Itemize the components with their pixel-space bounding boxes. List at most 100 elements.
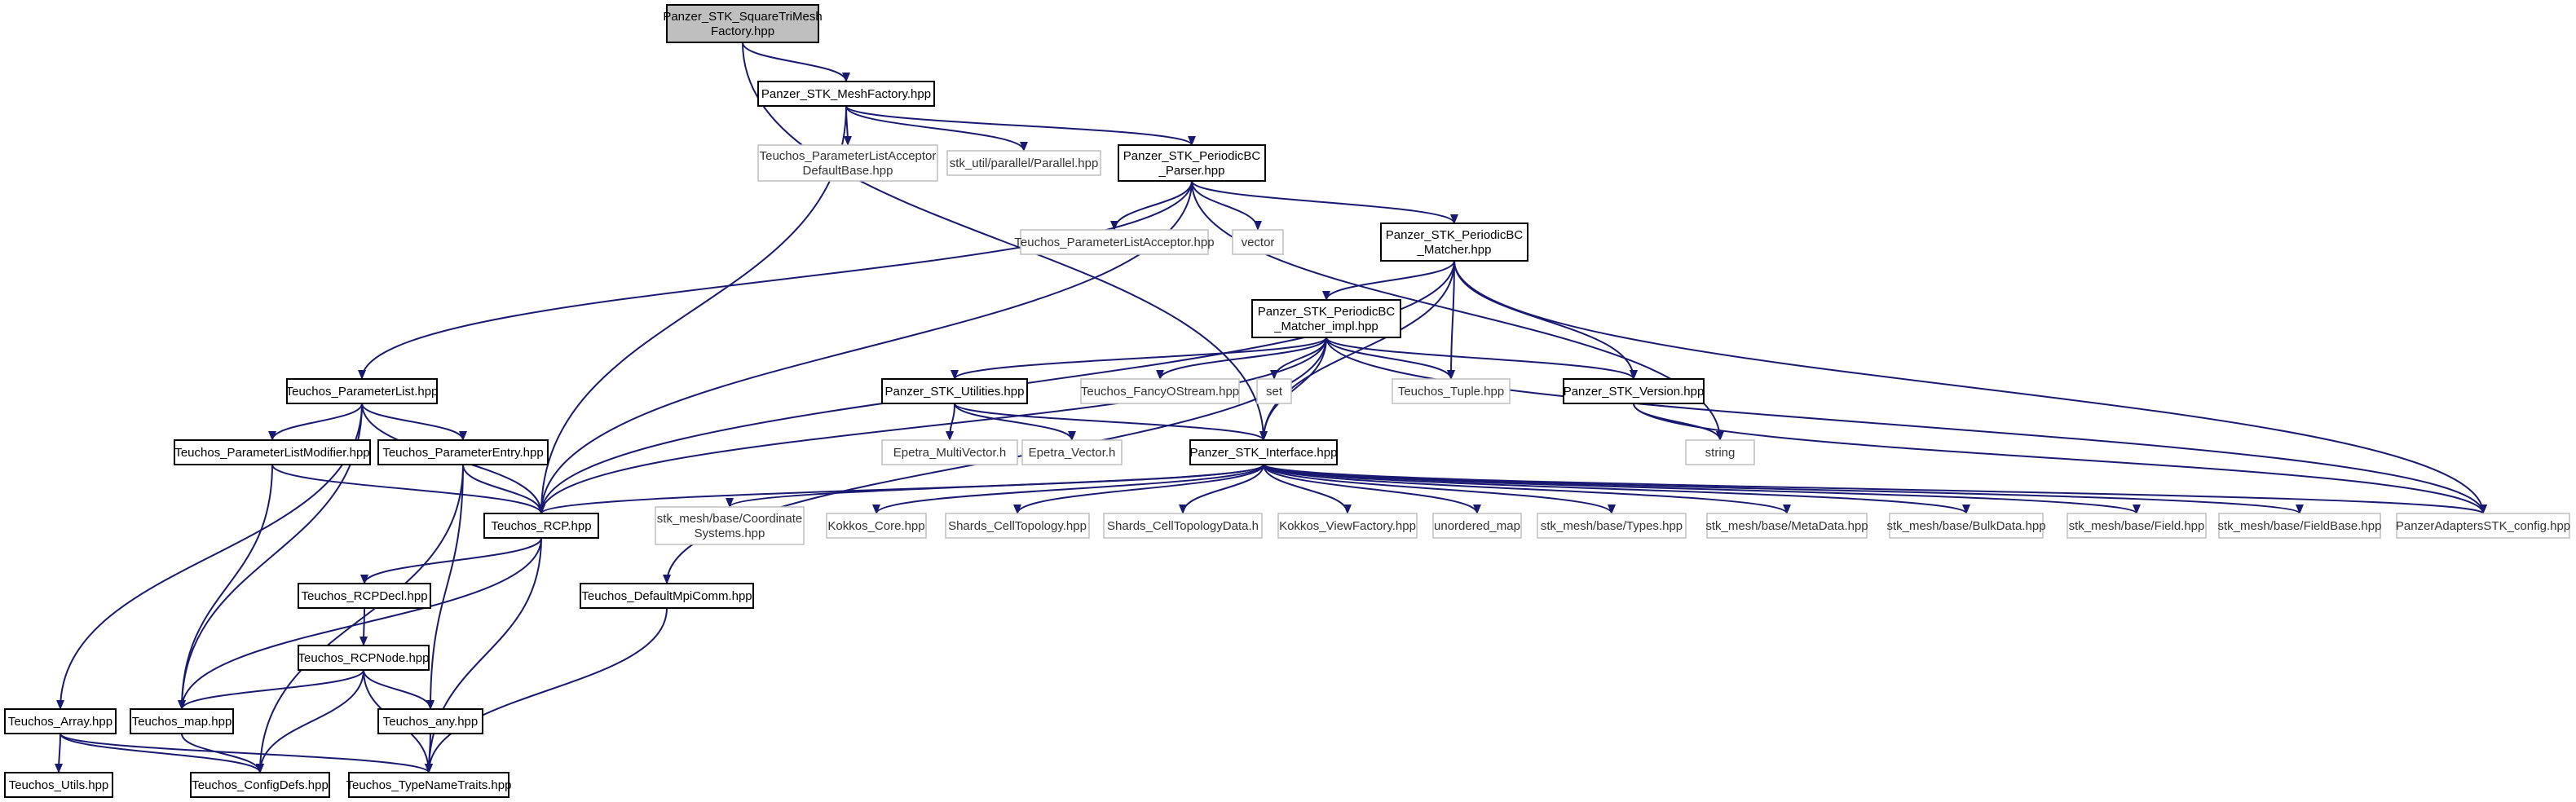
node-typename[interactable]: Teuchos_TypeNameTraits.hpp bbox=[346, 772, 512, 798]
edge-mpicomm-to-typename bbox=[425, 607, 668, 773]
node-utils[interactable]: Teuchos_Utils.hpp bbox=[4, 772, 113, 798]
node-box-mpicomm bbox=[580, 583, 754, 609]
node-parallel[interactable]: stk_util/parallel/Parallel.hpp bbox=[946, 150, 1101, 176]
node-field[interactable]: stk_mesh/base/Field.hpp bbox=[2067, 513, 2207, 539]
node-metadata[interactable]: stk_mesh/base/MetaData.hpp bbox=[1705, 513, 1868, 539]
node-pbcparser[interactable]: Panzer_STK_PeriodicBC_Parser.hpp bbox=[1118, 144, 1266, 182]
node-box-epvec bbox=[1021, 439, 1123, 465]
node-label-typename-0: Teuchos_TypeNameTraits.hpp bbox=[346, 778, 512, 792]
node-box-types bbox=[1537, 513, 1687, 539]
node-pbcmatcherimpl[interactable]: Panzer_STK_PeriodicBC_Matcher_impl.hpp bbox=[1251, 299, 1401, 338]
node-label-mpicomm-0: Teuchos_DefaultMpiComm.hpp bbox=[581, 589, 752, 603]
node-pastk[interactable]: PanzerAdaptersSTK_config.hpp bbox=[2396, 513, 2570, 539]
edge-plmod-to-rcp bbox=[271, 464, 545, 514]
edge-interface-to-shctd bbox=[1179, 464, 1264, 514]
node-mpicomm[interactable]: Teuchos_DefaultMpiComm.hpp bbox=[580, 583, 754, 609]
node-box-rcpnode bbox=[298, 645, 430, 671]
edge-rcpnode-to-any bbox=[363, 669, 434, 710]
edge-pbcmatcherimpl-to-set bbox=[1270, 337, 1327, 380]
node-label-pentry-0: Teuchos_ParameterEntry.hpp bbox=[382, 446, 543, 460]
node-kcore[interactable]: Kokkos_Core.hpp bbox=[826, 513, 927, 539]
node-tuple[interactable]: Teuchos_Tuple.hpp bbox=[1392, 378, 1511, 404]
edge-interface-to-metadata bbox=[1263, 464, 1791, 514]
node-utilities[interactable]: Panzer_STK_Utilities.hpp bbox=[881, 378, 1028, 404]
node-paramlist[interactable]: Teuchos_ParameterList.hpp bbox=[286, 378, 439, 404]
node-box-fieldbase bbox=[2218, 513, 2381, 539]
node-label-map-0: Teuchos_map.hpp bbox=[132, 715, 232, 729]
node-pbcmatcher[interactable]: Panzer_STK_PeriodicBC_Matcher.hpp bbox=[1380, 223, 1528, 262]
node-configdefs[interactable]: Teuchos_ConfigDefs.hpp bbox=[190, 772, 330, 798]
node-bulkdata[interactable]: stk_mesh/base/BulkData.hpp bbox=[1886, 513, 2046, 539]
edge-pentry-to-configdefs bbox=[256, 464, 464, 773]
node-pentry[interactable]: Teuchos_ParameterEntry.hpp bbox=[377, 439, 549, 465]
node-multivec[interactable]: Epetra_MultiVector.h bbox=[881, 439, 1018, 465]
node-fieldbase[interactable]: stk_mesh/base/FieldBase.hpp bbox=[2218, 513, 2382, 539]
node-box-any bbox=[377, 708, 483, 734]
node-any[interactable]: Teuchos_any.hpp bbox=[377, 708, 483, 734]
node-meshfactory[interactable]: Panzer_STK_MeshFactory.hpp bbox=[757, 81, 935, 107]
node-rcp[interactable]: Teuchos_RCP.hpp bbox=[483, 513, 599, 539]
edge-pbcmatcherimpl-to-rcp bbox=[537, 337, 1327, 514]
edge-pbcmatcher-to-interface bbox=[1259, 260, 1455, 441]
node-shctd[interactable]: Shards_CellTopologyData.h bbox=[1103, 513, 1263, 539]
node-box-shct bbox=[945, 513, 1090, 539]
node-label-rcpdecl-0: Teuchos_RCPDecl.hpp bbox=[301, 589, 427, 603]
node-box-string bbox=[1685, 439, 1755, 465]
node-label-set-0: set bbox=[1266, 385, 1283, 399]
edge-array-to-configdefs bbox=[60, 733, 264, 773]
edge-array-to-typename bbox=[60, 733, 433, 773]
node-set[interactable]: set bbox=[1256, 378, 1292, 404]
node-label-vector-0: vector bbox=[1242, 236, 1275, 249]
node-box-fancy bbox=[1080, 378, 1240, 404]
node-box-meshfactory bbox=[757, 81, 935, 107]
edge-pbcmatcherimpl-to-pastk bbox=[1325, 337, 2487, 514]
node-vector[interactable]: vector bbox=[1232, 229, 1284, 255]
node-box-paramlist bbox=[286, 378, 438, 404]
node-rcpnode[interactable]: Teuchos_RCPNode.hpp bbox=[298, 645, 430, 671]
node-label-shct-0: Shards_CellTopology.hpp bbox=[948, 519, 1087, 533]
node-version[interactable]: Panzer_STK_Version.hpp bbox=[1563, 378, 1705, 404]
node-box-vector bbox=[1232, 229, 1284, 255]
node-map[interactable]: Teuchos_map.hpp bbox=[130, 708, 234, 734]
node-box-interface bbox=[1189, 439, 1338, 465]
node-plad[interactable]: Teuchos_ParameterListAcceptorDefaultBase… bbox=[757, 144, 938, 182]
node-plmod[interactable]: Teuchos_ParameterListModifier.hpp bbox=[174, 439, 371, 465]
node-box-pbcmatcherimpl bbox=[1251, 299, 1401, 338]
node-label-kvf-0: Kokkos_ViewFactory.hpp bbox=[1279, 519, 1416, 533]
edge-interface-to-shct bbox=[1013, 464, 1264, 514]
node-box-tuple bbox=[1392, 378, 1511, 404]
node-fancy[interactable]: Teuchos_FancyOStream.hpp bbox=[1080, 378, 1240, 404]
node-rcpdecl[interactable]: Teuchos_RCPDecl.hpp bbox=[298, 583, 431, 609]
node-shct[interactable]: Shards_CellTopology.hpp bbox=[945, 513, 1090, 539]
node-label-paramlist-0: Teuchos_ParameterList.hpp bbox=[286, 385, 439, 399]
node-label-pbcmatcher-0: Panzer_STK_PeriodicBC bbox=[1386, 228, 1524, 242]
node-types[interactable]: stk_mesh/base/Types.hpp bbox=[1537, 513, 1687, 539]
node-label-tuple-0: Teuchos_Tuple.hpp bbox=[1398, 385, 1504, 399]
node-box-umap bbox=[1432, 513, 1522, 539]
edge-pbcmatcherimpl-to-version bbox=[1325, 337, 1638, 380]
node-label-configdefs-0: Teuchos_ConfigDefs.hpp bbox=[192, 778, 329, 792]
node-label-pbcmatcher-1: _Matcher.hpp bbox=[1417, 243, 1492, 257]
node-epvec[interactable]: Epetra_Vector.h bbox=[1021, 439, 1123, 465]
node-box-utils bbox=[4, 772, 113, 798]
node-pla[interactable]: Teuchos_ParameterListAcceptor.hpp bbox=[1014, 229, 1215, 255]
edge-rcp-to-rcpdecl bbox=[360, 537, 542, 584]
nodes-layer: Panzer_STK_SquareTriMeshFactory.hppPanze… bbox=[4, 4, 2570, 798]
edge-pbcparser-to-vector bbox=[1191, 180, 1262, 231]
node-string[interactable]: string bbox=[1685, 439, 1755, 465]
node-label-utils-0: Teuchos_Utils.hpp bbox=[9, 778, 109, 792]
edge-pentry-to-rcp bbox=[462, 464, 545, 514]
edge-plmod-to-map bbox=[178, 464, 273, 710]
node-label-rcpnode-0: Teuchos_RCPNode.hpp bbox=[298, 651, 430, 665]
node-umap[interactable]: unordered_map bbox=[1432, 513, 1522, 539]
edge-pbcmatcherimpl-to-utilities bbox=[951, 337, 1327, 380]
node-kvf[interactable]: Kokkos_ViewFactory.hpp bbox=[1277, 513, 1418, 539]
node-box-utilities bbox=[881, 378, 1028, 404]
node-interface[interactable]: Panzer_STK_Interface.hpp bbox=[1189, 439, 1338, 465]
node-label-meshfactory-0: Panzer_STK_MeshFactory.hpp bbox=[761, 87, 931, 101]
node-label-metadata-0: stk_mesh/base/MetaData.hpp bbox=[1705, 519, 1868, 533]
node-array[interactable]: Teuchos_Array.hpp bbox=[4, 708, 117, 734]
